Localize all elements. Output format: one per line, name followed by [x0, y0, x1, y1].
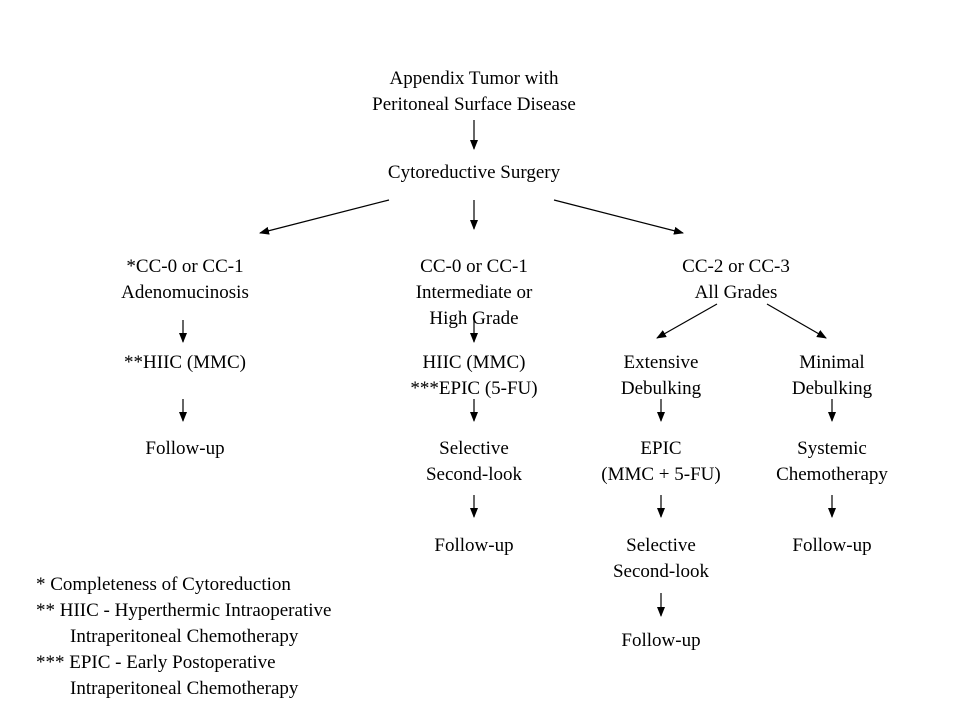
- legend-line-epic: *** EPIC - Early Postoperative: [36, 652, 276, 673]
- node-ext-followup-line-1: Follow-up: [621, 630, 701, 651]
- node-cytoreductive-surgery: Cytoreductive Surgery: [388, 160, 560, 186]
- node-root-line-1: Appendix Tumor with: [389, 68, 559, 89]
- node-right-all-grades: CC-2 or CC-3 All Grades: [682, 254, 790, 306]
- node-minimal-line-1: Minimal: [799, 352, 865, 373]
- node-right-line-2: All Grades: [694, 282, 778, 303]
- node-ext-second-line-1: Selective: [626, 535, 696, 556]
- node-mid-second-line-2: Second-look: [425, 464, 523, 485]
- legend-line-hiic-cont: Intraperitoneal Chemotherapy: [70, 626, 299, 647]
- node-root-line-2: Peritoneal Surface Disease: [372, 94, 576, 115]
- node-systemic-chemotherapy: Systemic Chemotherapy: [776, 436, 888, 488]
- node-middle-line-2: Intermediate or: [415, 282, 533, 303]
- legend-line-hiic: ** HIIC - Hyperthermic Intraoperative: [36, 600, 332, 621]
- node-surgery-line-1: Cytoreductive Surgery: [387, 162, 561, 183]
- node-extensive-line-2: Debulking: [620, 378, 702, 399]
- node-ext-second-look: Selective Second-look: [613, 533, 709, 585]
- node-left-line-2: Adenomucinosis: [121, 282, 249, 303]
- node-middle-grade: CC-0 or CC-1 Intermediate or High Grade: [416, 254, 533, 332]
- node-mid-hiic-epic: HIIC (MMC) ***EPIC (5-FU): [410, 350, 537, 402]
- node-middle-line-1: CC-0 or CC-1: [420, 256, 528, 277]
- node-mid-second-line-1: Selective: [439, 438, 509, 459]
- node-mid-second-look: Selective Second-look: [426, 436, 522, 488]
- node-left-adenomucinosis: *CC-0 or CC-1 Adenomucinosis: [121, 254, 249, 306]
- node-left-hiic: **HIIC (MMC): [124, 350, 246, 376]
- node-right-line-1: CC-2 or CC-3: [682, 256, 790, 277]
- legend-line-completeness: * Completeness of Cytoreduction: [36, 574, 291, 595]
- arrow-surgery-to-left: [259, 199, 390, 235]
- node-left-hiic-line-1: **HIIC (MMC): [124, 352, 246, 373]
- node-systemic-followup-line-1: Follow-up: [792, 535, 872, 556]
- node-epic: EPIC (MMC + 5-FU): [601, 436, 720, 488]
- node-mid-hiic-line-1: HIIC (MMC): [422, 352, 526, 373]
- node-systemic-line-1: Systemic: [797, 438, 867, 459]
- node-mid-followup-line-1: Follow-up: [434, 535, 514, 556]
- node-left-line-1: *CC-0 or CC-1: [126, 256, 244, 277]
- node-epic-line-2: (MMC + 5-FU): [601, 464, 721, 485]
- legend-line-epic-cont: Intraperitoneal Chemotherapy: [70, 678, 299, 699]
- node-systemic-line-2: Chemotherapy: [776, 464, 888, 485]
- node-extensive-line-1: Extensive: [623, 352, 699, 373]
- node-left-followup-line-1: Follow-up: [145, 438, 225, 459]
- node-mid-followup: Follow-up: [434, 533, 513, 559]
- node-ext-second-line-2: Second-look: [612, 561, 710, 582]
- node-mid-hiic-line-2: ***EPIC (5-FU): [410, 378, 538, 399]
- node-minimal-debulking: Minimal Debulking: [792, 350, 872, 402]
- node-minimal-line-2: Debulking: [791, 378, 873, 399]
- node-root: Appendix Tumor with Peritoneal Surface D…: [372, 66, 576, 118]
- node-ext-followup: Follow-up: [621, 628, 700, 654]
- footnote-legend: * Completeness of Cytoreduction ** HIIC …: [36, 572, 331, 702]
- arrow-surgery-to-right: [553, 199, 684, 235]
- arrow-right-to-minimal: [766, 303, 827, 339]
- node-left-followup: Follow-up: [145, 436, 224, 462]
- node-middle-line-3: High Grade: [429, 308, 519, 329]
- node-extensive-debulking: Extensive Debulking: [621, 350, 701, 402]
- node-epic-line-1: EPIC: [640, 438, 682, 459]
- arrow-right-to-extensive: [656, 303, 718, 339]
- node-systemic-followup: Follow-up: [792, 533, 871, 559]
